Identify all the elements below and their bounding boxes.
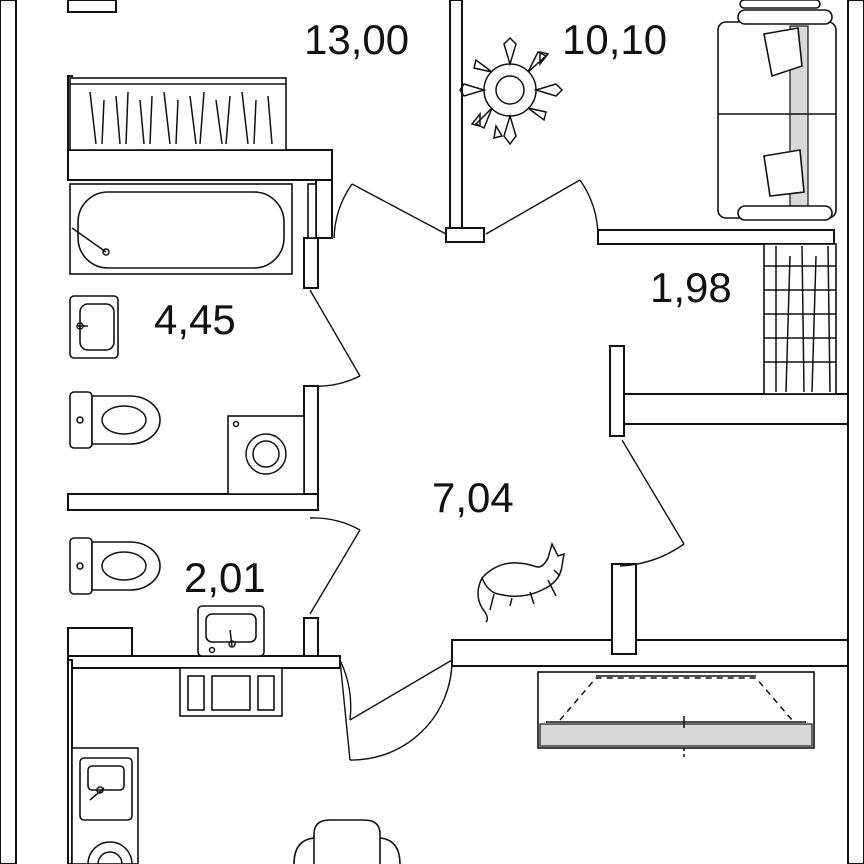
wall-door-post [445, 227, 485, 243]
wall-bath-toilet [67, 493, 319, 511]
room-area-label: 1,98 [650, 264, 732, 311]
door-leaf [621, 439, 685, 545]
door-leaf [349, 659, 453, 721]
room-labels: 13,00 10,10 1,98 4,45 7,04 2,01 [154, 16, 732, 601]
door-leaf [309, 289, 361, 377]
hob-icon [87, 841, 133, 864]
storage-shelves [763, 243, 837, 395]
wall-below-room-10 [597, 229, 835, 245]
door-leaf [339, 659, 351, 761]
room-area-label: 2,01 [184, 554, 266, 601]
door-swing [339, 659, 352, 721]
room-area-label: 7,04 [432, 474, 514, 521]
door-swing [349, 659, 453, 761]
door-swing [619, 543, 685, 567]
wall-kitchen-top-left [67, 627, 133, 661]
kitchen-counter [71, 667, 283, 864]
doors [309, 179, 685, 761]
tv-unit [537, 671, 815, 758]
exterior-wall-left [0, 0, 17, 864]
wall-bath-post [315, 179, 333, 239]
wall-kitchen-top [67, 655, 341, 669]
plant-icon [459, 36, 564, 146]
chair-icon [293, 819, 401, 864]
door-swing [333, 183, 353, 239]
wall-below-room-13 [67, 149, 333, 181]
wall-bath-right [303, 385, 319, 511]
cat-icon [477, 541, 565, 623]
door-swing [309, 375, 361, 387]
toilet-icon [69, 537, 161, 595]
wall-storage-left [609, 345, 625, 437]
wardrobe-top-left [69, 77, 287, 151]
sofa-top-right [717, 0, 837, 221]
door-leaf [309, 529, 361, 615]
toilet-icon [69, 391, 161, 449]
door-leaf [485, 179, 581, 235]
wall-rooms-divider [449, 0, 463, 233]
sink-icon [69, 295, 119, 359]
wall-living-top [451, 639, 849, 667]
wall-hall-right-lower [611, 563, 637, 655]
sink-icon [197, 605, 265, 657]
exterior-wall-right [847, 0, 864, 864]
door-leaf [351, 183, 447, 235]
door-swing [579, 179, 599, 239]
pillow-icon [763, 27, 803, 78]
wall-storage-bottom [609, 393, 849, 425]
door-swing [309, 517, 361, 531]
wall-top-left [67, 0, 117, 13]
room-area-label: 13,00 [304, 16, 409, 63]
wall-bath-right-top [303, 237, 319, 289]
washing-machine-icon [227, 415, 305, 495]
bathtub [69, 183, 317, 275]
pillow-icon [763, 149, 805, 197]
towel-rail [307, 183, 317, 239]
room-area-label: 4,45 [154, 296, 236, 343]
room-area-label: 10,10 [562, 16, 667, 63]
